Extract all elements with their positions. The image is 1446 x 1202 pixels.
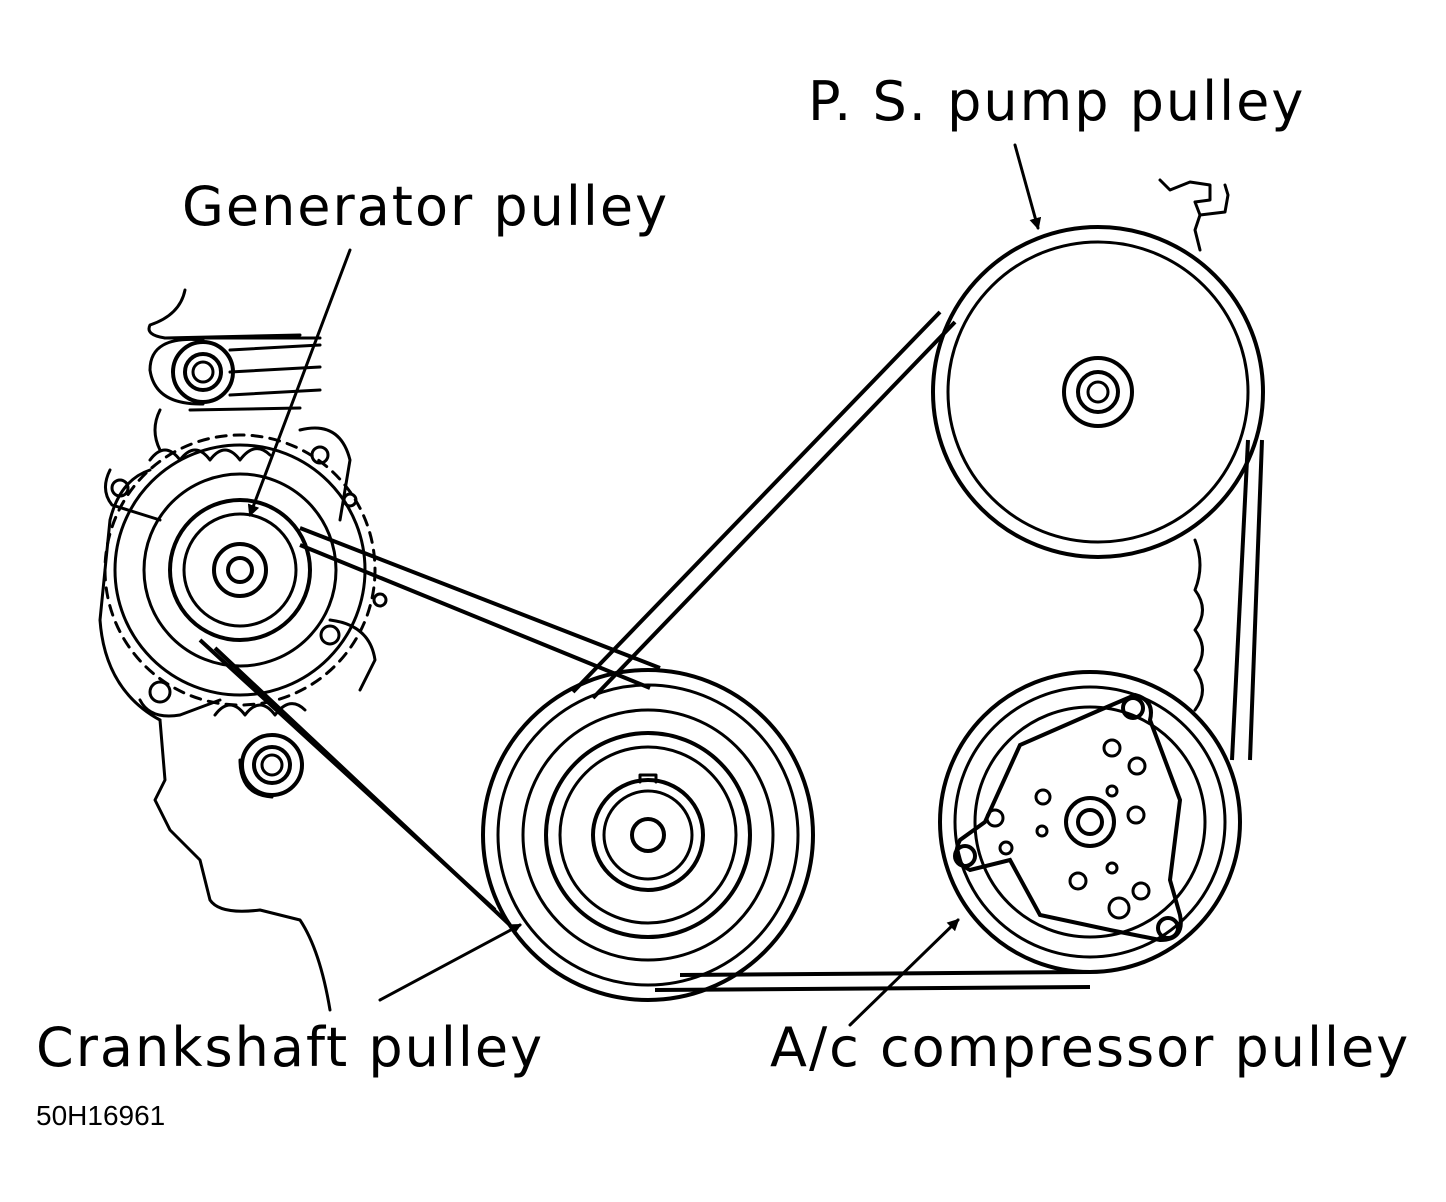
ac-compressor-pulley	[938, 670, 1242, 974]
figure-code: 50H16961	[36, 1100, 165, 1131]
crankshaft-pulley	[481, 668, 815, 1002]
callout-arrows	[247, 143, 1042, 1027]
label-ps-pump-pulley: P. S. pump pulley	[808, 70, 1305, 133]
generator-arrow	[247, 248, 352, 517]
ps-pump-pulley	[931, 225, 1265, 559]
label-ac-compressor-pulley: A/c compressor pulley	[770, 1016, 1410, 1079]
crankshaft-arrow	[378, 923, 522, 1002]
ac-compressor-arrow	[848, 918, 960, 1027]
generator-pulley	[142, 472, 338, 668]
ps-pump-arrow	[1013, 143, 1042, 230]
label-generator-pulley: Generator pulley	[182, 175, 669, 238]
drive-belt	[198, 310, 1264, 992]
label-crankshaft-pulley: Crankshaft pulley	[36, 1016, 544, 1079]
